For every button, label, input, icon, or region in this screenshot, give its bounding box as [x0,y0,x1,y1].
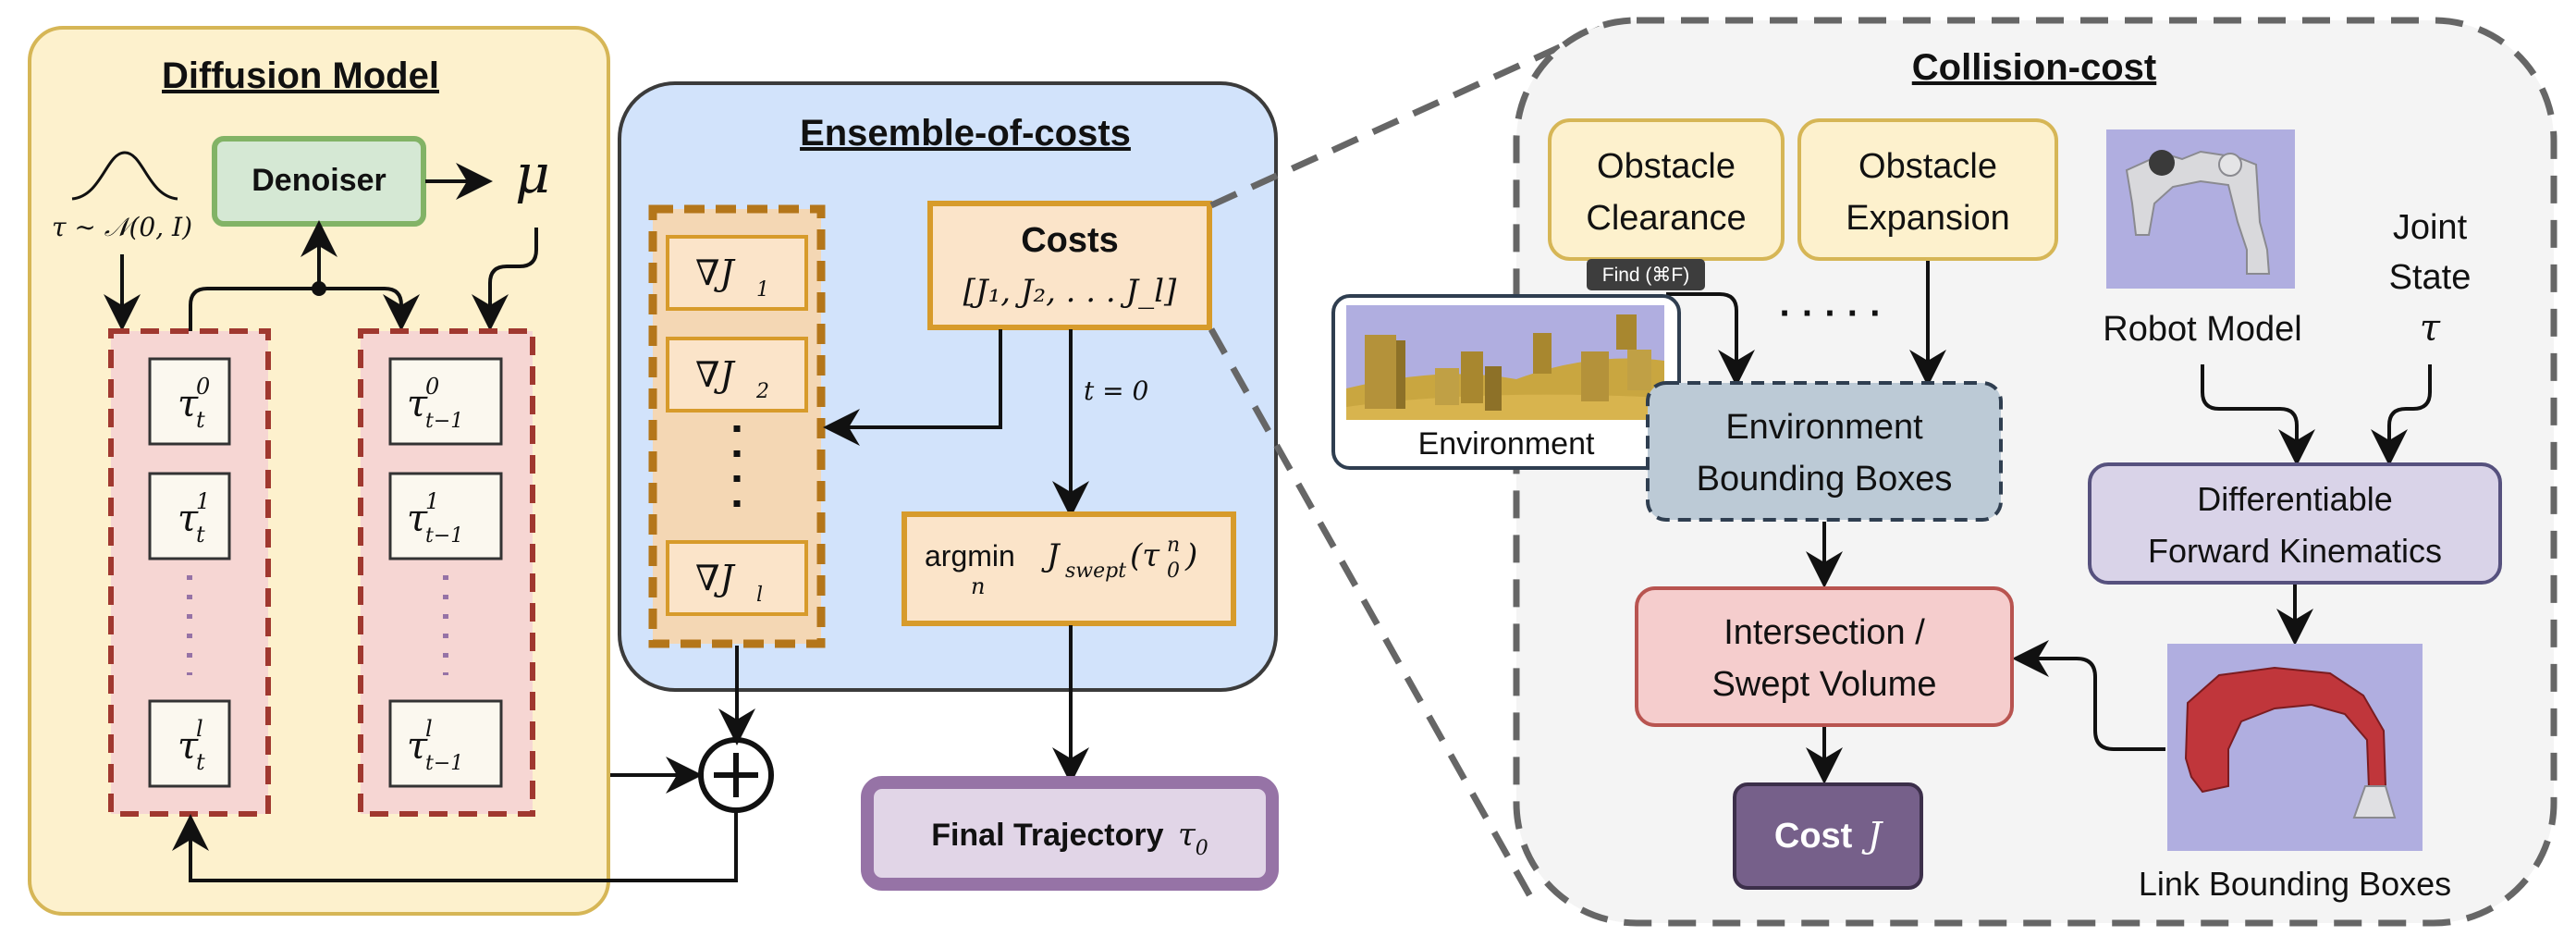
svg-text:τ: τ [2420,307,2441,350]
costs-title: Costs [1021,221,1119,260]
svg-text:l: l [196,716,203,742]
cost-j-label: Cost J [1774,815,1883,856]
find-tooltip: Find (⌘F) [1587,259,1705,290]
intersection-box [1635,586,2014,727]
svg-text:Forward Kinematics: Forward Kinematics [2148,532,2442,570]
svg-text:): ) [1184,537,1197,574]
svg-text:t: t [196,407,205,433]
grad-j2-cell: ∇J 2 [666,337,808,413]
grad-jl-cell: ∇J l [666,540,808,616]
svg-text:t−1: t−1 [425,524,463,548]
collision-title: Collision-cost [1912,47,2156,88]
denoiser-label: Denoiser [251,163,386,198]
svg-text:Bounding Boxes: Bounding Boxes [1697,460,1953,499]
svg-text:2: 2 [755,380,769,403]
svg-text:l: l [756,584,763,607]
costs-box [927,201,1212,330]
tau-t-1-cell: τ t 1 [148,472,231,560]
link-bbox-image [2167,644,2423,851]
svg-text:t−1: t−1 [425,752,463,775]
zoom-line-bottom [1208,327,1539,906]
gaussian-icon [71,151,178,201]
sum-node [172,737,774,882]
zoom-line-top [1209,20,1613,209]
svg-text:l: l [425,716,433,742]
svg-text:argmin: argmin [925,539,1015,573]
svg-text:t: t [196,749,205,775]
robot-model-label: Robot Model [2103,310,2301,349]
dfk-box [2088,462,2502,585]
svg-text:t: t [196,522,205,548]
diffusion-model-panel: Diffusion Model τ ∼ 𝒩(0, I) Denoiser μ τ… [28,26,610,916]
costs-list: [J₁, J₂, . . . J_l] [963,273,1177,310]
obstacle-expansion-box [1797,118,2058,261]
svg-text:∇J: ∇J [695,558,736,598]
svg-text:Obstacle: Obstacle [1597,147,1736,186]
svg-text:τ: τ [407,725,428,768]
svg-text:J: J [1041,537,1061,574]
ensemble-panel: Ensemble-of-costs ∇J 1 ∇J 2 ∇J l Costs [… [618,81,1278,784]
tau-tm1-l-cell: τ t−1 l [388,699,503,788]
environment-render [1346,305,1664,420]
environment-label: Environment [1418,426,1595,462]
svg-text:∇J: ∇J [695,354,736,395]
svg-text:Environment: Environment [1725,408,1923,447]
svg-text:Expansion: Expansion [1846,199,2009,238]
svg-text:∇J: ∇J [695,252,736,293]
svg-text:τ: τ [407,383,428,425]
ensemble-title: Ensemble-of-costs [800,113,1131,154]
svg-text:Joint: Joint [2393,208,2468,247]
svg-text:τ: τ [178,725,199,768]
collision-panel: Collision-cost Obstacle Clearance Obstac… [1331,17,2558,927]
svg-text:(τ: (τ [1130,537,1160,574]
tau-tm1-0-cell: τ t−1 0 [388,357,503,446]
final-trajectory-label: Final Trajectory τ0 [931,817,1208,860]
svg-text:τ: τ [178,383,199,425]
argmin-expression: argmin n J swept (τ n 0 ) [925,534,1197,599]
tau-tm1-1-cell: τ t−1 1 [388,472,503,560]
environment-card: Environment [1331,294,1681,470]
svg-text:n: n [1167,534,1180,557]
noise-label: τ ∼ 𝒩(0, I) [52,212,192,242]
svg-text:t−1: t−1 [425,410,463,433]
env-bbox-box [1646,381,2003,522]
svg-text:1: 1 [425,488,439,514]
svg-text:0: 0 [1167,560,1180,583]
svg-text:Intersection /: Intersection / [1723,613,1925,652]
t-zero-label: t = 0 [1084,376,1148,406]
svg-text:n: n [971,573,985,599]
svg-text:Clearance: Clearance [1586,199,1746,238]
svg-text:State: State [2389,258,2472,297]
svg-text:swept: swept [1065,560,1126,583]
argmin-box [902,511,1236,626]
svg-text:Differentiable: Differentiable [2197,480,2392,518]
tau-t-l-cell: τ t l [148,699,231,788]
robot-model-image [2106,129,2295,289]
final-trajectory-box: Final Trajectory τ0 [861,776,1279,891]
obstacle-clearance-box [1548,118,1785,261]
svg-text:Swept Volume: Swept Volume [1712,665,1937,704]
ellipsis: · · · · · [1779,293,1882,334]
diffusion-title: Diffusion Model [162,55,439,96]
grad-j1-cell: ∇J 1 [666,235,808,311]
cost-j-box [1733,782,1923,890]
tau-t-0-cell: τ t 0 [148,357,231,446]
svg-text:1: 1 [756,278,769,302]
svg-text:τ: τ [178,498,199,540]
mu-symbol: μ [515,142,550,205]
svg-text:0: 0 [196,374,210,400]
svg-text:Obstacle: Obstacle [1858,147,1997,186]
svg-text:1: 1 [196,488,210,514]
svg-text:0: 0 [425,374,439,400]
svg-text:τ: τ [407,498,428,540]
link-bbox-label: Link Bounding Boxes [2139,865,2451,903]
